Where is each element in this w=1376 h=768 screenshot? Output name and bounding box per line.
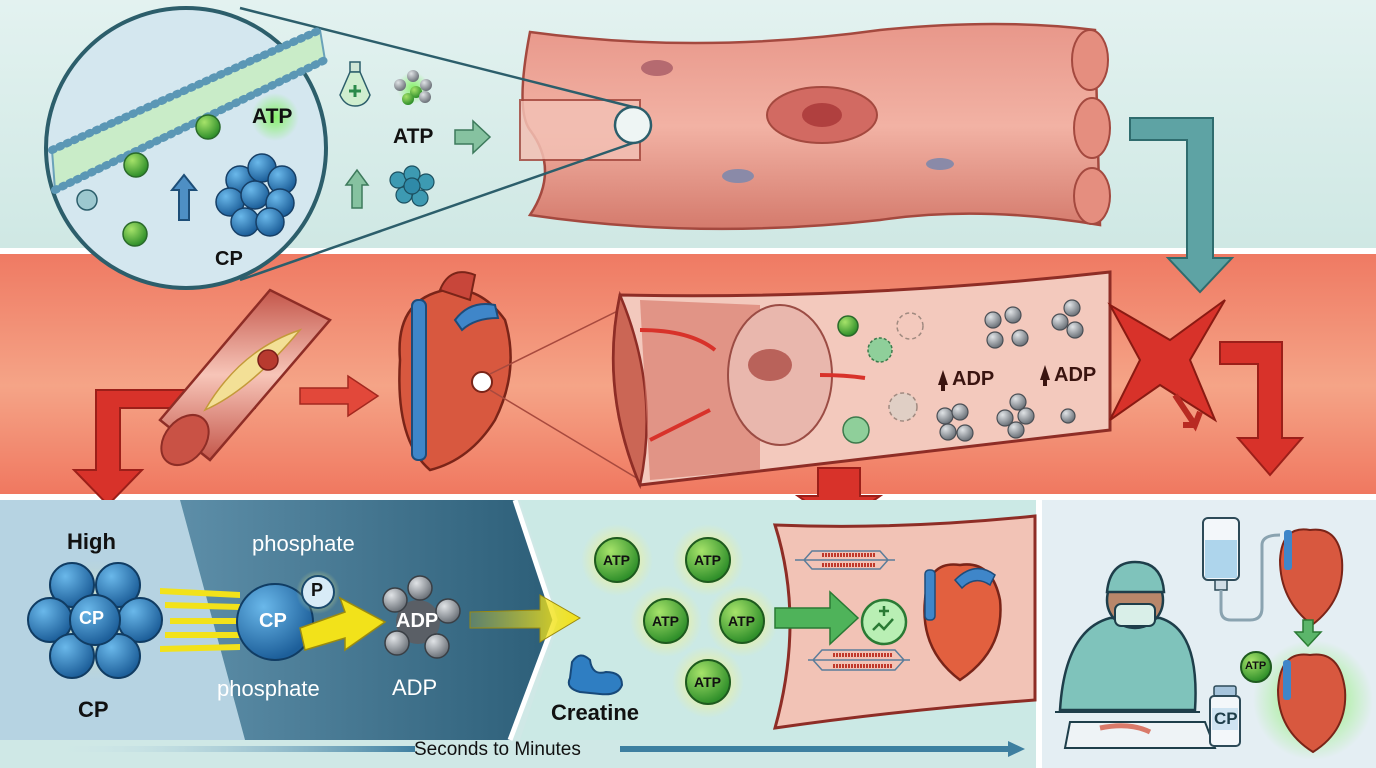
- phosphate-top-label: phosphate: [252, 531, 355, 556]
- atp-molecule: [195, 114, 221, 140]
- inset-cp-label: CP: [215, 248, 243, 270]
- creatine-molecule: [567, 654, 624, 696]
- zoom-line: [489, 299, 641, 481]
- adp-label: ADP: [392, 675, 438, 700]
- cp-label: CP: [78, 697, 109, 722]
- down-flow-arrow: [1129, 117, 1235, 294]
- atp-ball-label: ATP: [652, 613, 679, 629]
- atp-badge-label: ATP: [1245, 660, 1267, 672]
- atp-molecule: [122, 221, 148, 247]
- zoom-line: [239, 141, 634, 282]
- creatine-label: Creatine: [551, 700, 640, 725]
- muscle-cell-zoom: [611, 270, 1112, 490]
- cp-bottle-label: CP: [1214, 709, 1238, 728]
- red-arrow: [1172, 393, 1203, 432]
- surgeon-illustration: [1055, 560, 1217, 749]
- up-arrow-icon: [169, 173, 199, 221]
- timeline-arrowhead: [1008, 741, 1025, 757]
- atp-burst-group: [581, 524, 778, 718]
- atp-molecule: [123, 152, 149, 178]
- muscle-fiber: [519, 22, 1111, 231]
- red-right-arrow: [299, 374, 380, 418]
- cp-cluster-small: [389, 165, 435, 207]
- up-arrow-icon: [344, 168, 370, 209]
- atp-ball-label: ATP: [694, 674, 721, 690]
- timeline-bar: [45, 746, 415, 752]
- cp-bottle-icon: [1209, 685, 1241, 747]
- cp-center-label: CP: [79, 608, 105, 628]
- p-ball-label: P: [311, 580, 324, 600]
- yellow-arrow: [299, 596, 387, 652]
- adp-increase-label: ADP: [1054, 364, 1097, 386]
- atp-label: ATP: [393, 125, 434, 148]
- cp-ball-label: CP: [259, 610, 287, 632]
- phosphate-molecule: [301, 575, 335, 609]
- adp-increase-label: ADP: [952, 368, 995, 390]
- iv-bag-icon: [1202, 517, 1281, 622]
- green-down-arrow: [1293, 619, 1323, 648]
- cp-cluster: [215, 153, 297, 237]
- atp-ball-label: ATP: [694, 552, 721, 568]
- divider: [0, 248, 1376, 254]
- inset-atp-label: ATP: [252, 105, 293, 128]
- cp-molecule: [236, 583, 314, 661]
- heart-healthy: [923, 563, 1002, 682]
- flask-icon: [339, 61, 371, 107]
- yellow-streaks: [160, 588, 240, 652]
- zoom-inset-circle: [44, 6, 329, 290]
- timeline-label: Seconds to Minutes: [414, 739, 581, 760]
- divider: [0, 494, 1376, 500]
- red-down-arrow: [1219, 341, 1305, 477]
- recovery-icon: [860, 598, 908, 646]
- zoom-line: [239, 6, 634, 109]
- green-arrow: [774, 590, 860, 646]
- high-label: High: [67, 529, 116, 554]
- adp-molecule: [382, 575, 461, 659]
- atp-ball-label: ATP: [603, 552, 630, 568]
- adp-ball-label: ADP: [396, 610, 439, 632]
- atp-badge: [1240, 651, 1272, 683]
- cp-cluster-large: [27, 560, 163, 680]
- blocked-x-icon: [1107, 299, 1226, 423]
- phosphate-bottom-label: phosphate: [217, 676, 320, 701]
- right-arrow-icon: [454, 119, 492, 155]
- atp-cluster-icon: [394, 70, 432, 105]
- atp-ball-label: ATP: [728, 613, 755, 629]
- heart-illustration: [398, 271, 512, 472]
- heart-revived: [1276, 653, 1347, 754]
- yellow-arrow: [469, 594, 581, 643]
- blocked-artery: [158, 288, 332, 467]
- heart-icon-top: [1278, 528, 1344, 627]
